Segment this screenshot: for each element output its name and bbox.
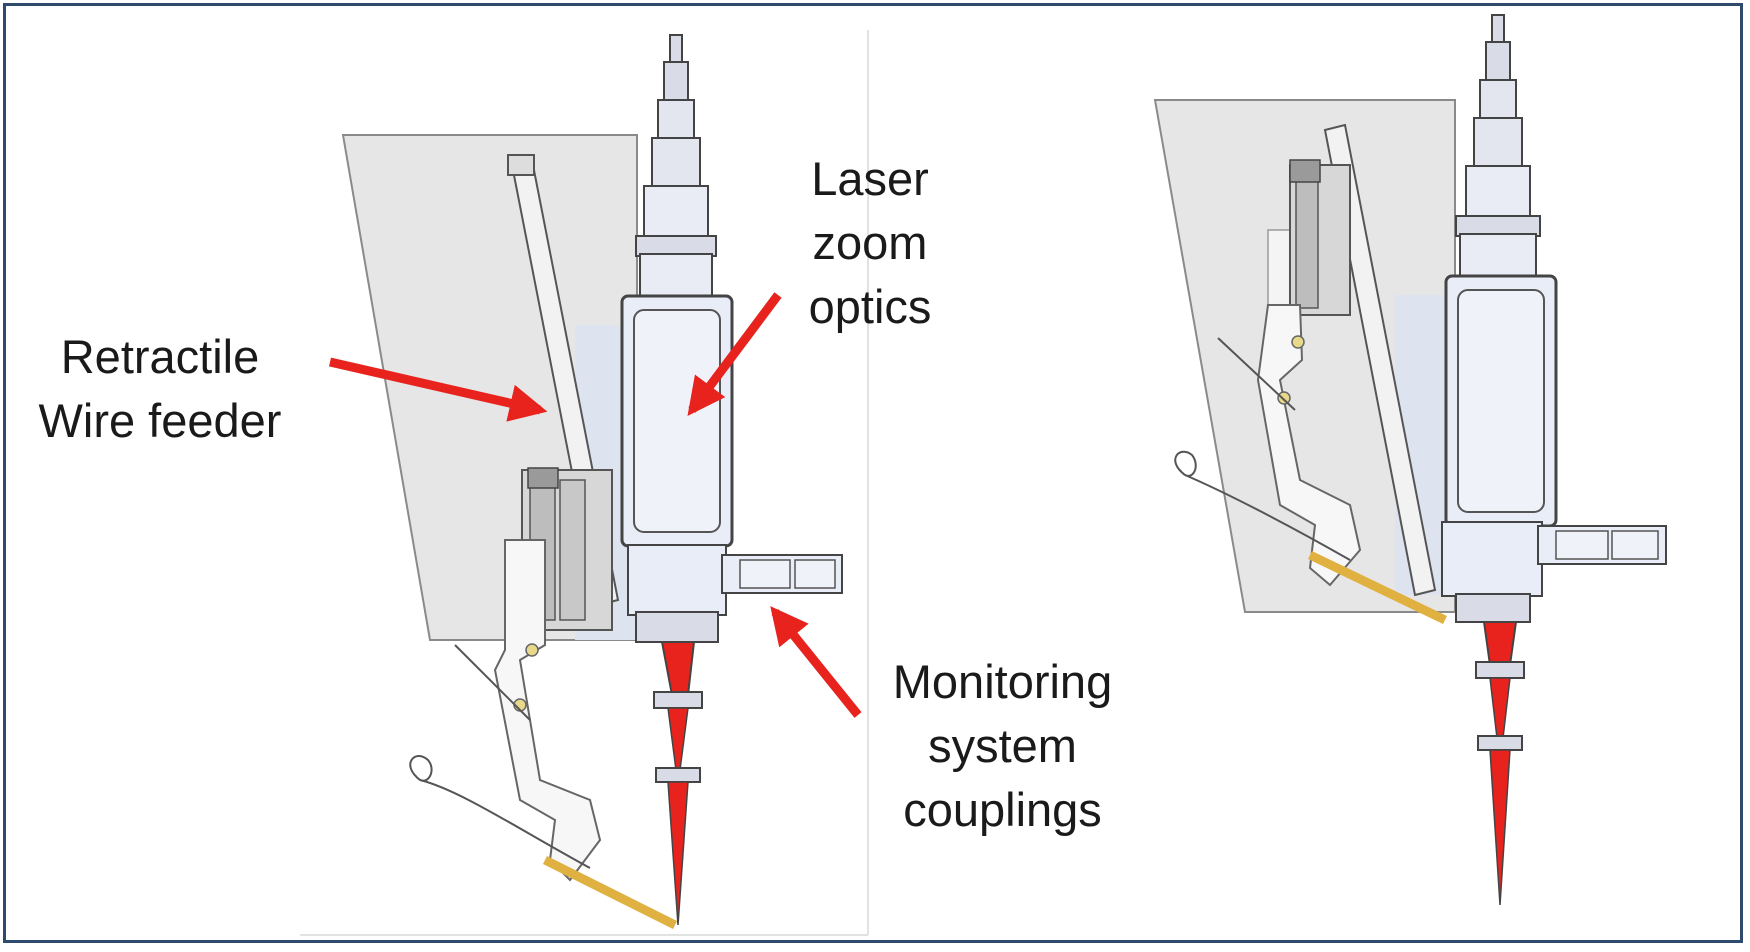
left-wire-arm xyxy=(493,539,602,882)
right-wire xyxy=(1184,474,1351,561)
left-laser-nozzle xyxy=(660,641,696,696)
right-laser-beam xyxy=(1489,749,1511,906)
arrow-zoom-optics xyxy=(687,292,782,417)
left-laser-beam xyxy=(667,781,689,926)
label-wire-feeder: Retractile Wire feeder xyxy=(38,330,282,447)
arrow-monitoring xyxy=(770,606,862,718)
right-laser-nozzle xyxy=(1482,621,1518,666)
label-monitoring-couplings: Monitoring system couplings xyxy=(892,655,1113,836)
right-feeder-rail xyxy=(1323,123,1437,597)
left-head-assembly xyxy=(341,34,843,930)
right-wire-nozzle xyxy=(1308,550,1447,625)
arrow-wire-feeder xyxy=(328,357,548,422)
right-lower-block xyxy=(1441,521,1543,597)
label-zoom-optics: Laser zoom optics xyxy=(808,152,932,333)
left-wire-nozzle xyxy=(542,855,678,930)
right-head-assembly xyxy=(1153,14,1667,906)
left-wire xyxy=(419,779,591,869)
left-lower-block xyxy=(627,544,727,616)
